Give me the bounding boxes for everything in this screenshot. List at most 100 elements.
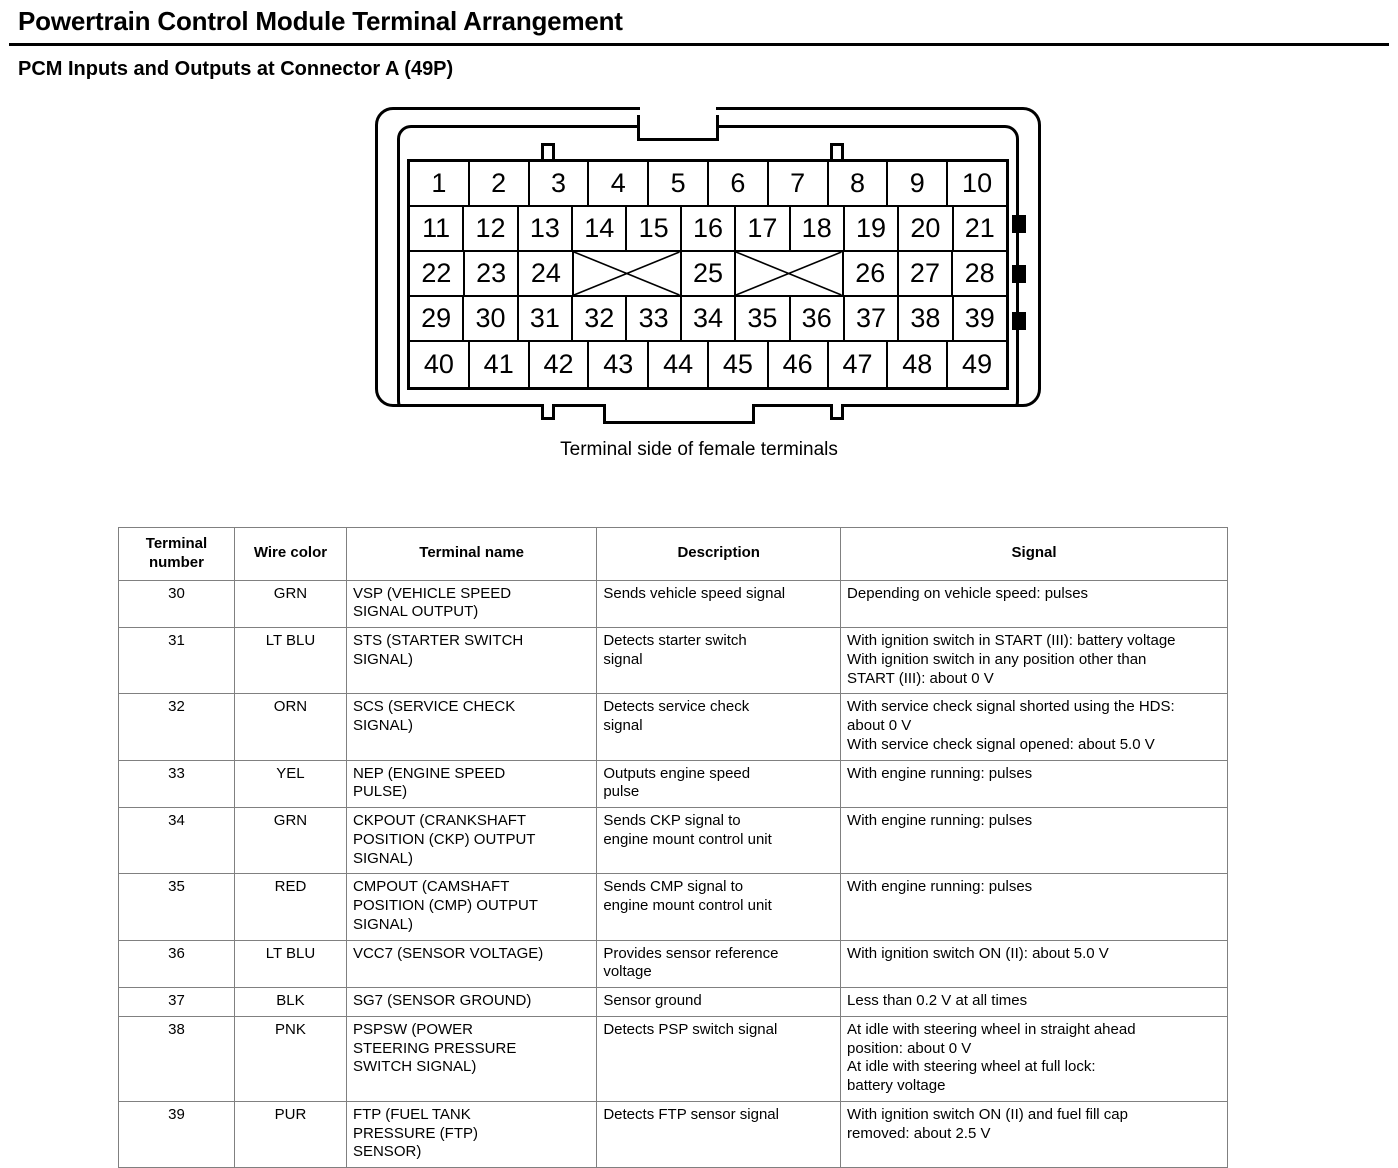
pin-cell[interactable]: 45 <box>706 342 767 387</box>
pin-cell[interactable]: 33 <box>625 297 680 342</box>
pin-cell[interactable]: 27 <box>896 252 952 297</box>
cell-line: At idle with steering wheel in straight … <box>847 1020 1136 1038</box>
table-header-row: Terminal number Wire color Terminal name… <box>118 527 1228 581</box>
pin-cell[interactable]: 34 <box>679 297 735 342</box>
cell-line: VCC7 (SENSOR VOLTAGE) <box>352 944 544 962</box>
pin-cell[interactable]: 38 <box>897 297 952 342</box>
cell-line: With ignition switch ON (II): about 5.0 … <box>847 944 1109 962</box>
pin-cell[interactable]: 48 <box>886 342 947 387</box>
cell-line: START (III): about 0 V <box>847 669 994 687</box>
pin-cell[interactable]: 39 <box>951 297 1006 342</box>
pin-cell[interactable]: 10 <box>946 162 1006 207</box>
pin-cell[interactable]: 31 <box>516 297 572 342</box>
pin-cell[interactable]: 26 <box>841 252 897 297</box>
pin-cell[interactable]: 17 <box>734 207 789 252</box>
pin-cell[interactable]: 36 <box>788 297 843 342</box>
cell-terminal-name: SG7 (SENSOR GROUND) <box>345 987 598 1017</box>
cell-line: Detects starter switch <box>603 632 747 649</box>
pin-cell[interactable]: 11 <box>410 207 463 252</box>
cell-line: With ignition switch in START (III): bat… <box>847 632 1176 649</box>
cell-terminal-number: 39 <box>118 1100 235 1168</box>
pin-cell[interactable]: 9 <box>886 162 947 207</box>
pin-cell[interactable]: 46 <box>766 342 827 387</box>
pin-cell[interactable]: 19 <box>842 207 898 252</box>
pin-cell[interactable]: 15 <box>625 207 680 252</box>
cell-line: signal <box>603 717 643 734</box>
pin-cell[interactable]: 4 <box>587 162 648 207</box>
cell-wire-color: BLK <box>233 987 347 1017</box>
cell-line: SIGNAL) <box>352 849 413 867</box>
pin-cell[interactable]: 42 <box>527 342 588 387</box>
terminal-table: Terminal number Wire color Terminal name… <box>118 527 1228 1168</box>
pin-cell[interactable]: 30 <box>462 297 517 342</box>
cell-wire-color: YEL <box>233 759 347 808</box>
pin-cell[interactable]: 3 <box>527 162 588 207</box>
pin-cell[interactable]: 5 <box>647 162 707 207</box>
cell-signal: With engine running: pulses <box>840 806 1228 875</box>
cell-line: PRESSURE (FTP) <box>352 1124 478 1142</box>
cell-line: SCS (SERVICE CHECK <box>352 698 516 716</box>
pin-cell[interactable]: 12 <box>462 207 517 252</box>
cell-wire-color: GRN <box>233 806 347 875</box>
pin-cell[interactable]: 22 <box>410 252 463 297</box>
pin-cell[interactable]: 21 <box>951 207 1006 252</box>
cell-line: SIGNAL) <box>352 650 413 668</box>
pin-cell[interactable]: 29 <box>410 297 463 342</box>
pin-row: 29 30 31 32 33 34 35 36 37 38 39 <box>410 297 1006 342</box>
cell-terminal-number: 30 <box>118 579 235 628</box>
cell-wire-color: ORN <box>233 693 347 761</box>
cell-line: SIGNAL OUTPUT) <box>352 603 479 621</box>
cell-line: POSITION (CKP) OUTPUT <box>352 830 536 848</box>
pin-cell[interactable]: 1 <box>410 162 468 207</box>
cell-line: With engine running: pulses <box>847 878 1033 896</box>
pin-cell[interactable]: 41 <box>467 342 528 387</box>
pin-cell[interactable]: 2 <box>467 162 528 207</box>
pin-cell[interactable]: 44 <box>647 342 707 387</box>
title-divider <box>9 43 1389 46</box>
pin-cell[interactable]: 49 <box>946 342 1006 387</box>
cell-line: At idle with steering wheel at full lock… <box>847 1058 1096 1076</box>
pin-cell[interactable]: 8 <box>826 162 887 207</box>
pin-cell[interactable]: 32 <box>571 297 626 342</box>
pin-cell[interactable]: 18 <box>788 207 843 252</box>
cell-line: PSPSW (POWER <box>352 1020 473 1038</box>
cell-terminal-name: VCC7 (SENSOR VOLTAGE) <box>345 939 598 988</box>
pin-cell[interactable]: 25 <box>679 252 735 297</box>
pin-cell[interactable]: 28 <box>951 252 1007 297</box>
cell-line: Sends CMP signal to <box>603 878 744 896</box>
cell-line: With service check signal opened: about … <box>847 735 1155 753</box>
pin-cell[interactable]: 14 <box>571 207 626 252</box>
pin-cell[interactable]: 20 <box>897 207 952 252</box>
cell-line: SENSOR) <box>352 1143 422 1161</box>
cell-line: With engine running: pulses <box>847 764 1033 782</box>
cell-wire-color: GRN <box>233 579 347 628</box>
pin-cell[interactable]: 23 <box>462 252 518 297</box>
pin-cell[interactable]: 24 <box>517 252 573 297</box>
cell-signal: With service check signal shorted using … <box>840 693 1228 761</box>
pin-cell[interactable]: 47 <box>826 342 887 387</box>
pin-cell[interactable]: 7 <box>766 162 827 207</box>
pin-cell[interactable]: 43 <box>587 342 648 387</box>
cell-signal: With engine running: pulses <box>840 759 1228 808</box>
cell-line: Less than 0.2 V at all times <box>847 992 1028 1009</box>
pin-cell[interactable]: 6 <box>706 162 767 207</box>
cell-line: Sensor ground <box>603 992 702 1009</box>
pin-cell[interactable]: 16 <box>679 207 735 252</box>
pin-cell[interactable]: 35 <box>734 297 789 342</box>
cell-line: SWITCH SIGNAL) <box>352 1058 477 1076</box>
pin-cell[interactable]: 37 <box>842 297 898 342</box>
cell-signal: With ignition switch ON (II): about 5.0 … <box>840 939 1228 988</box>
pin-cell[interactable]: 13 <box>516 207 572 252</box>
cell-line: signal <box>603 650 643 668</box>
pin-cell[interactable]: 40 <box>410 342 468 387</box>
